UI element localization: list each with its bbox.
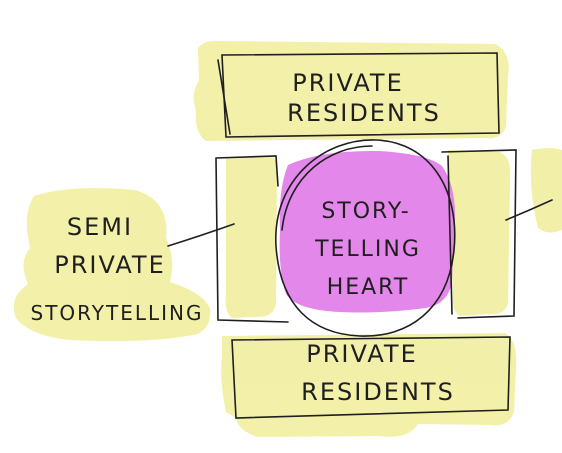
top-block-highlight: [193, 40, 509, 142]
left-leader-line: [167, 223, 235, 247]
left-note-highlight: [13, 188, 211, 342]
top-block-label: PRIVATE RESIDENTS: [287, 69, 441, 127]
right-pillar-highlight: [448, 150, 511, 316]
center-line2: TELLING: [314, 237, 421, 262]
bottom-block-outline: [231, 336, 511, 419]
ink-lines: [167, 52, 553, 419]
heart-highlight: [279, 150, 456, 313]
left-note-line3: STORYTELLING: [31, 301, 204, 325]
top-block-line1: PRIVATE: [292, 69, 404, 97]
right-leader-line: [505, 199, 553, 221]
bottom-block-line1: PRIVATE: [306, 340, 418, 368]
yellow-highlights: [13, 40, 562, 437]
left-note-line2: PRIVATE: [54, 251, 166, 279]
left-note-label: SEMI PRIVATE STORYTELLING: [31, 213, 204, 325]
center-line3: HEART: [327, 275, 410, 300]
left-pillar-highlight: [225, 156, 278, 318]
bottom-block-label: PRIVATE RESIDENTS: [301, 340, 455, 406]
right-edge-highlight: [530, 148, 562, 233]
heart-circle: [275, 139, 456, 337]
left-note-line1: SEMI: [67, 213, 133, 241]
top-block-line2: RESIDENTS: [287, 99, 441, 127]
right-pillar-outline: [441, 149, 517, 319]
bottom-block-highlight: [221, 333, 517, 437]
top-block-overshoot: [217, 59, 231, 135]
heart-circle-second-stroke: [281, 145, 373, 231]
bottom-block-line2: RESIDENTS: [301, 378, 455, 406]
center-line1: STORY-: [321, 199, 410, 224]
center-label: STORY- TELLING HEART: [314, 199, 421, 300]
left-pillar-outline: [215, 155, 289, 323]
top-block-outline: [221, 52, 500, 138]
